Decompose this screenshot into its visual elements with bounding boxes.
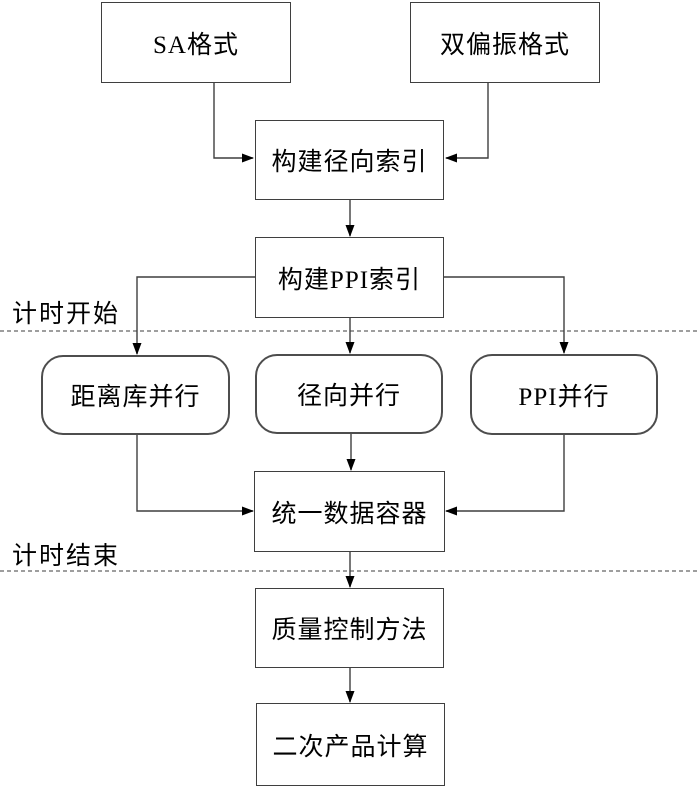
edge-build-ppi-index-to-ppi-parallel bbox=[444, 276, 569, 354]
node-build-ppi-index: 构建PPI索引 bbox=[255, 237, 444, 318]
edge-sa-format-to-build-radial-index bbox=[213, 83, 254, 163]
node-range-bin-parallel: 距离库并行 bbox=[41, 355, 230, 435]
node-quality-control-method: 质量控制方法 bbox=[255, 588, 444, 668]
edge-dual-polarization-to-build-radial-index bbox=[445, 83, 489, 163]
node-sa-format: SA格式 bbox=[101, 2, 291, 83]
label-timing-start: 计时开始 bbox=[12, 301, 121, 328]
edge-range-bin-parallel-to-unified-container bbox=[136, 435, 254, 516]
node-secondary-product-calculation: 二次产品计算 bbox=[256, 703, 445, 786]
node-dual-polarization-format: 双偏振格式 bbox=[410, 2, 600, 83]
node-ppi-parallel: PPI并行 bbox=[470, 354, 658, 435]
edge-ppi-parallel-to-unified-container bbox=[445, 435, 565, 516]
node-unified-data-container: 统一数据容器 bbox=[254, 471, 445, 552]
edge-build-ppi-index-to-range-bin-parallel bbox=[132, 276, 255, 355]
node-radial-parallel: 径向并行 bbox=[255, 354, 443, 434]
node-build-radial-index: 构建径向索引 bbox=[255, 120, 444, 200]
label-timing-end: 计时结束 bbox=[12, 543, 121, 570]
